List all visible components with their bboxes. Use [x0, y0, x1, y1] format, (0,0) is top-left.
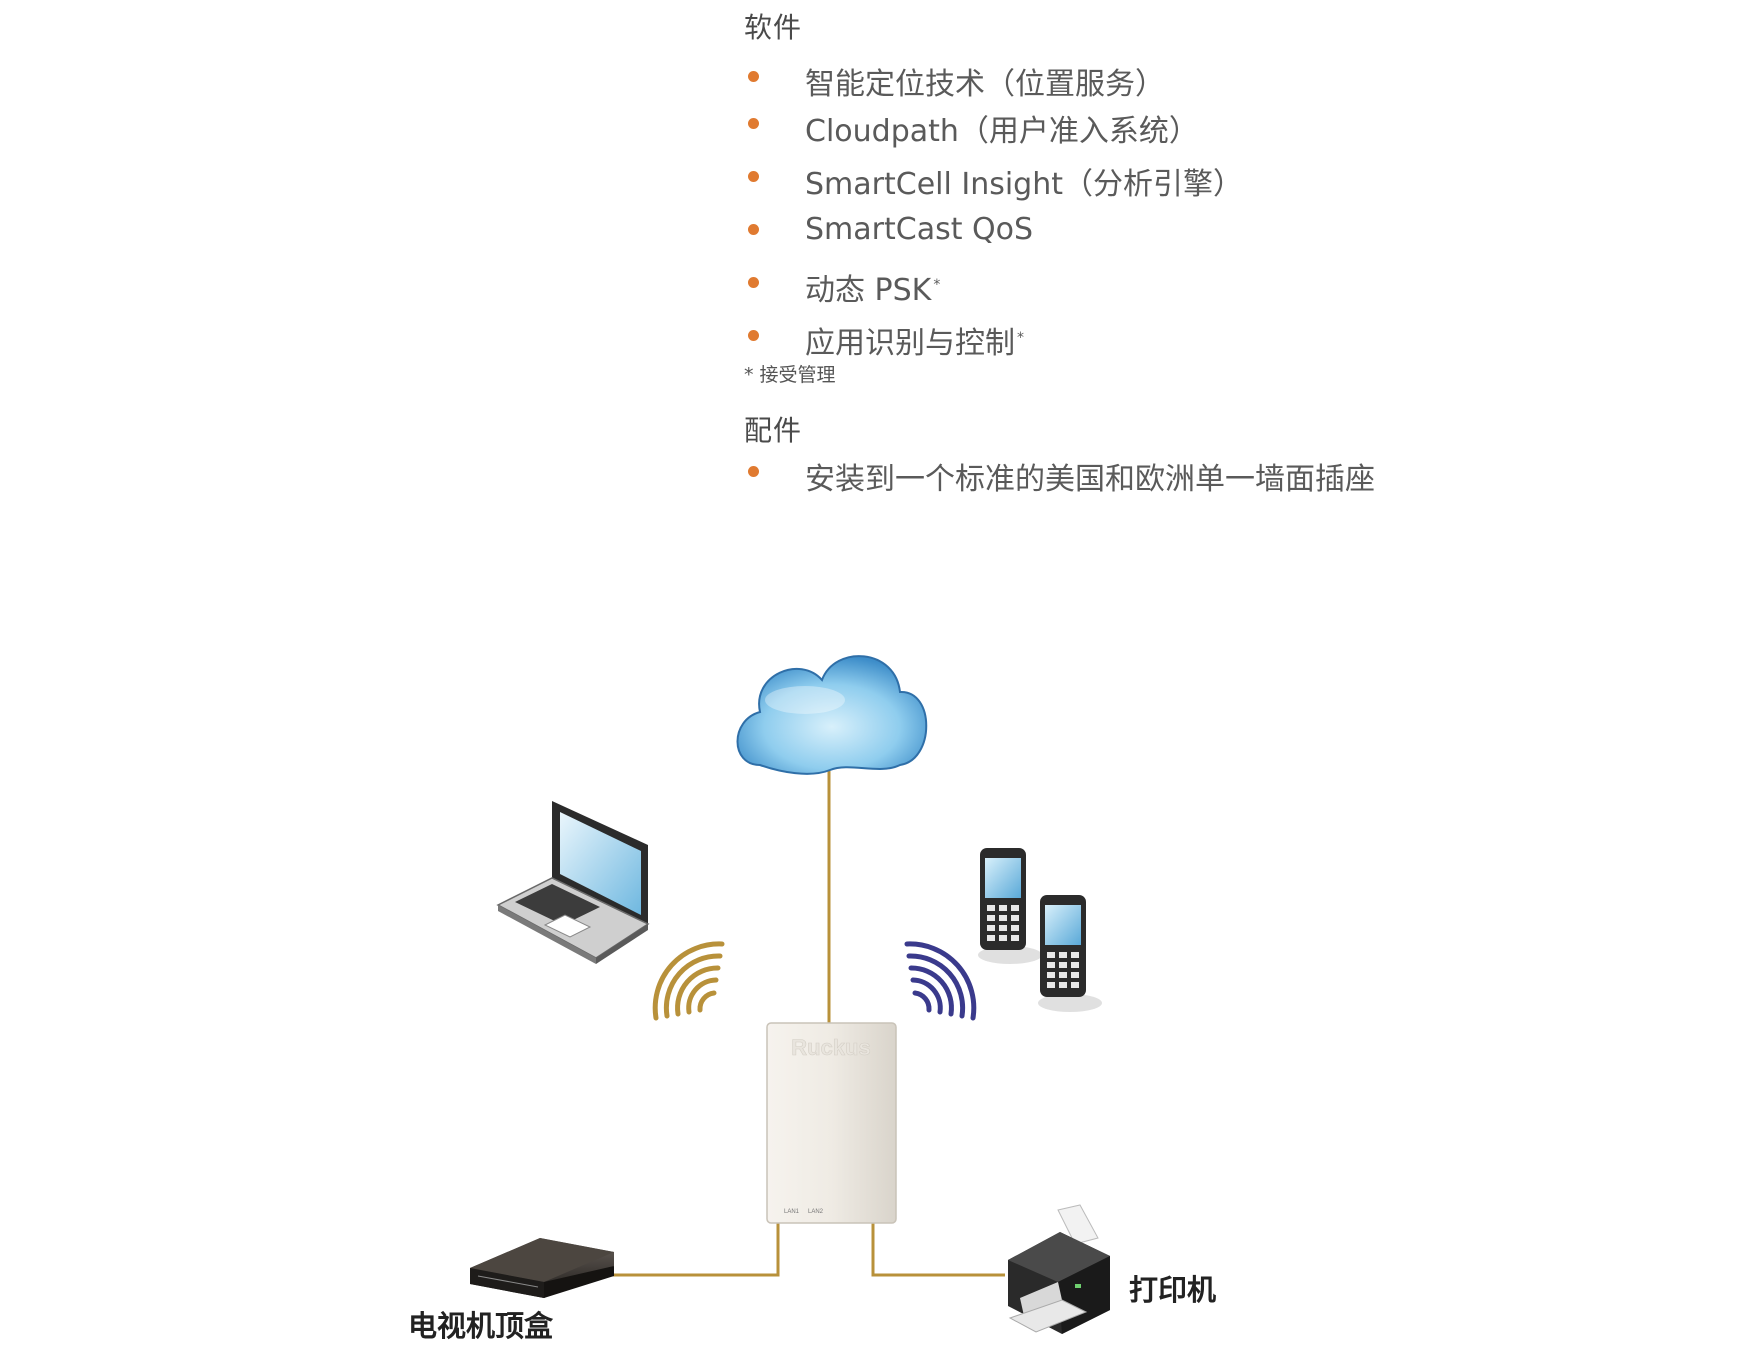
printer-label: 打印机 — [1129, 1273, 1217, 1307]
ap-brand-label: Ruckus — [791, 1035, 870, 1060]
ap-port-label: LAN1 — [784, 1209, 800, 1215]
bullet-icon — [748, 224, 759, 235]
ap-port-label: LAN2 — [808, 1209, 824, 1215]
software-item-label: SmartCell Insight（分析引擎） — [805, 167, 1244, 202]
laptop-icon — [496, 801, 650, 964]
stb-label: 电视机顶盒 — [408, 1309, 554, 1343]
cable-ap-stb — [612, 1223, 780, 1277]
cables — [612, 768, 1005, 1277]
bullet-icon — [748, 171, 759, 182]
bullet-icon — [748, 277, 759, 288]
wifi-signal-icon — [652, 941, 725, 1021]
software-footnote: * 接受管理 — [744, 364, 836, 386]
set-top-box-icon — [470, 1238, 614, 1298]
bullet-icon — [748, 330, 759, 341]
accessory-item-label: 安装到一个标准的美国和欧洲单一墙面插座 — [805, 462, 1375, 497]
accessories-title: 配件 — [744, 414, 803, 447]
wifi-signal-icon — [904, 941, 977, 1021]
software-item-label: Cloudpath（用户准入系统） — [805, 114, 1199, 149]
cloud-icon — [736, 655, 928, 775]
phone-icon — [978, 848, 1042, 964]
software-title: 软件 — [744, 11, 803, 44]
access-point-icon: Ruckus LAN1 LAN2 — [766, 1022, 897, 1224]
software-item-label: 应用识别与控制 — [805, 326, 1015, 361]
phone-icon — [1038, 895, 1102, 1012]
software-item-label: SmartCast QoS — [805, 212, 1034, 247]
cable-ap-printer — [871, 1223, 1005, 1277]
software-item-label: 智能定位技术（位置服务） — [805, 67, 1165, 102]
software-item-label: 动态 PSK — [805, 273, 932, 308]
bullet-icon — [748, 71, 759, 82]
bullet-icon — [748, 118, 759, 129]
bullet-icon — [748, 466, 759, 477]
printer-icon — [1008, 1204, 1110, 1334]
